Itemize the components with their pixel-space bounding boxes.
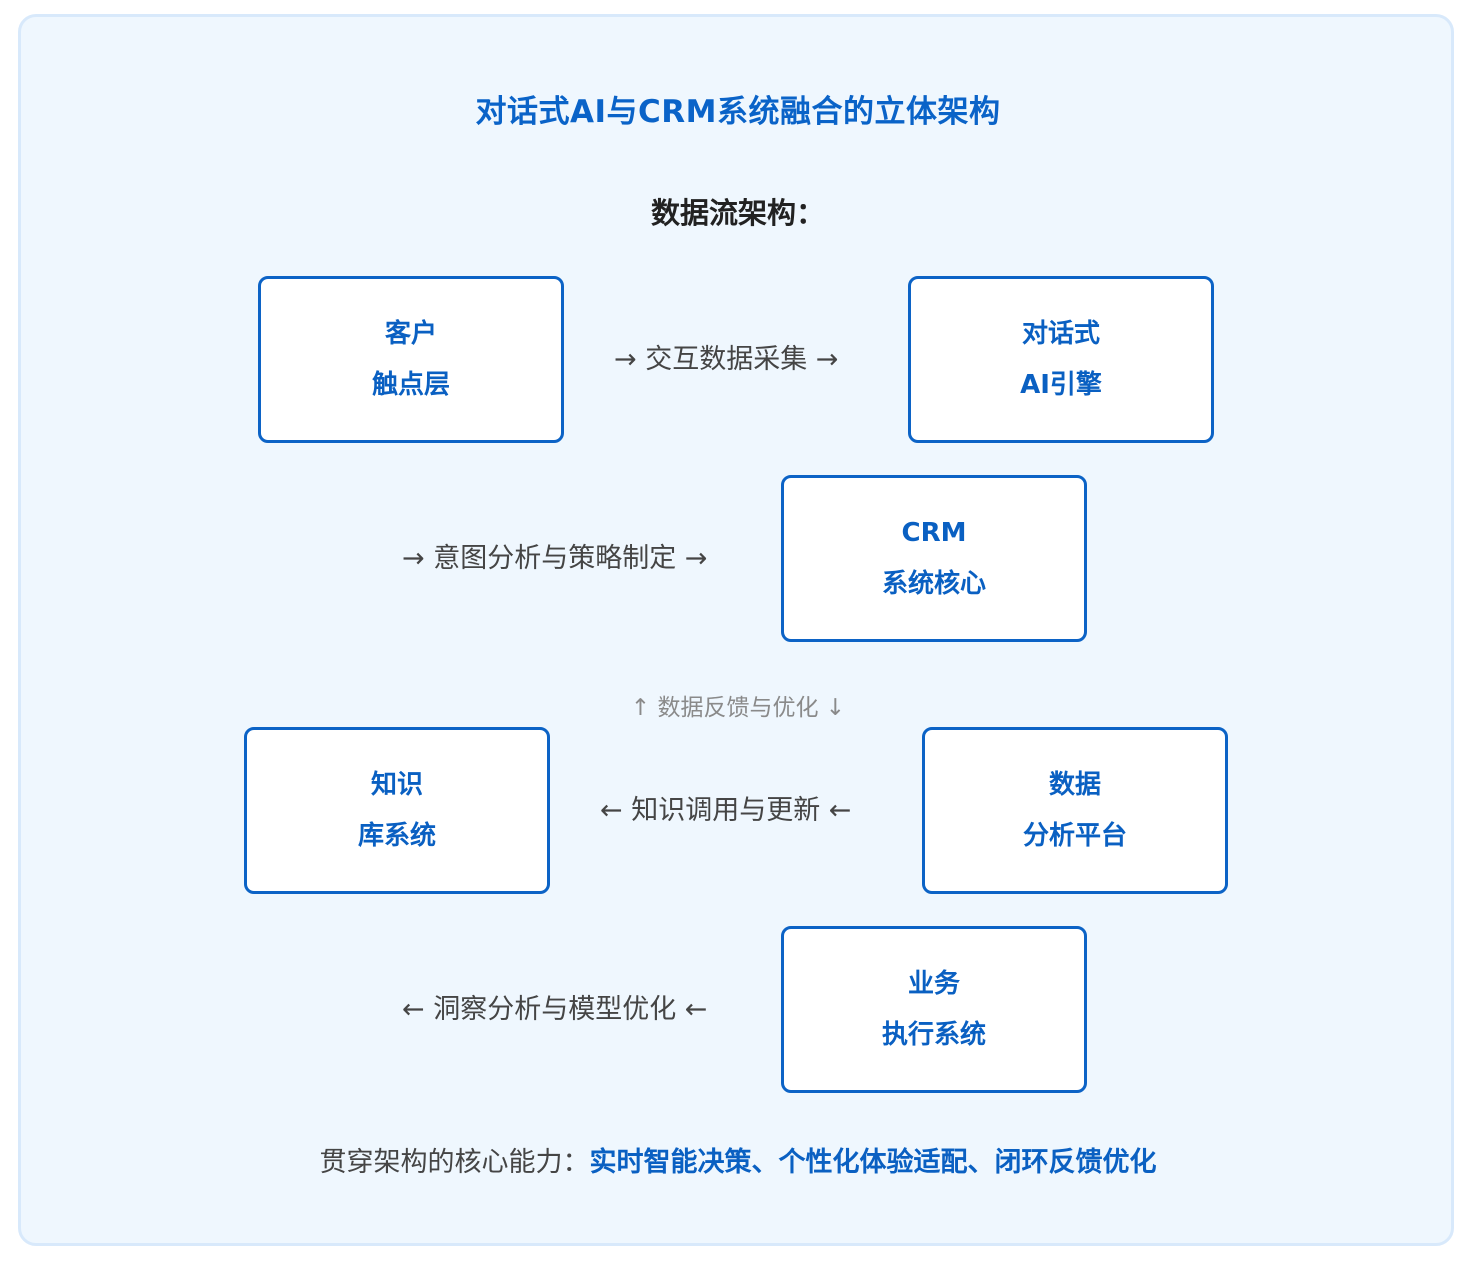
node-data-analytics: 数据 分析平台 [922,727,1228,894]
node-business-execution: 业务 执行系统 [781,926,1087,1093]
node-label-line2: AI引擎 [1020,369,1102,400]
core-capabilities-prefix: 贯穿架构的核心能力： [319,1147,590,1178]
node-label-line1: 知识 [370,769,423,800]
node-ai-engine: 对话式 AI引擎 [908,276,1214,443]
node-label-line2: 执行系统 [881,1019,986,1050]
core-capabilities-list: 实时智能决策、个性化体验适配、闭环反馈优化 [589,1147,1157,1178]
node-label-line2: 分析平台 [1022,820,1127,851]
flow-label-insight-optimization: ← 洞察分析与模型优化 ← [402,994,708,1025]
node-crm-core: CRM 系统核心 [781,475,1087,642]
node-customer-touchpoint: 客户 触点层 [258,276,564,443]
flow-label-knowledge-update: ← 知识调用与更新 ← [600,795,852,826]
node-label-line2: 触点层 [371,369,450,400]
node-knowledge-base: 知识 库系统 [244,727,550,894]
node-label-line1: 客户 [384,318,437,349]
diagram-title: 对话式AI与CRM系统融合的立体架构 [475,94,1001,130]
section-subtitle: 数据流架构： [650,196,825,230]
node-label-line1: CRM [901,517,967,548]
flow-label-intent-analysis: → 意图分析与策略制定 → [402,543,708,574]
node-label-line2: 系统核心 [881,568,986,599]
node-label-line1: 数据 [1048,769,1101,800]
flow-label-interaction-data: → 交互数据采集 → [614,344,839,375]
core-capabilities: 贯穿架构的核心能力：实时智能决策、个性化体验适配、闭环反馈优化 [0,1140,1476,1179]
node-label-line1: 业务 [907,968,960,999]
node-label-line2: 库系统 [357,820,436,851]
diagram-panel [18,14,1454,1246]
feedback-label: ↑ 数据反馈与优化 ↓ [630,695,846,721]
node-label-line1: 对话式 [1021,318,1100,349]
